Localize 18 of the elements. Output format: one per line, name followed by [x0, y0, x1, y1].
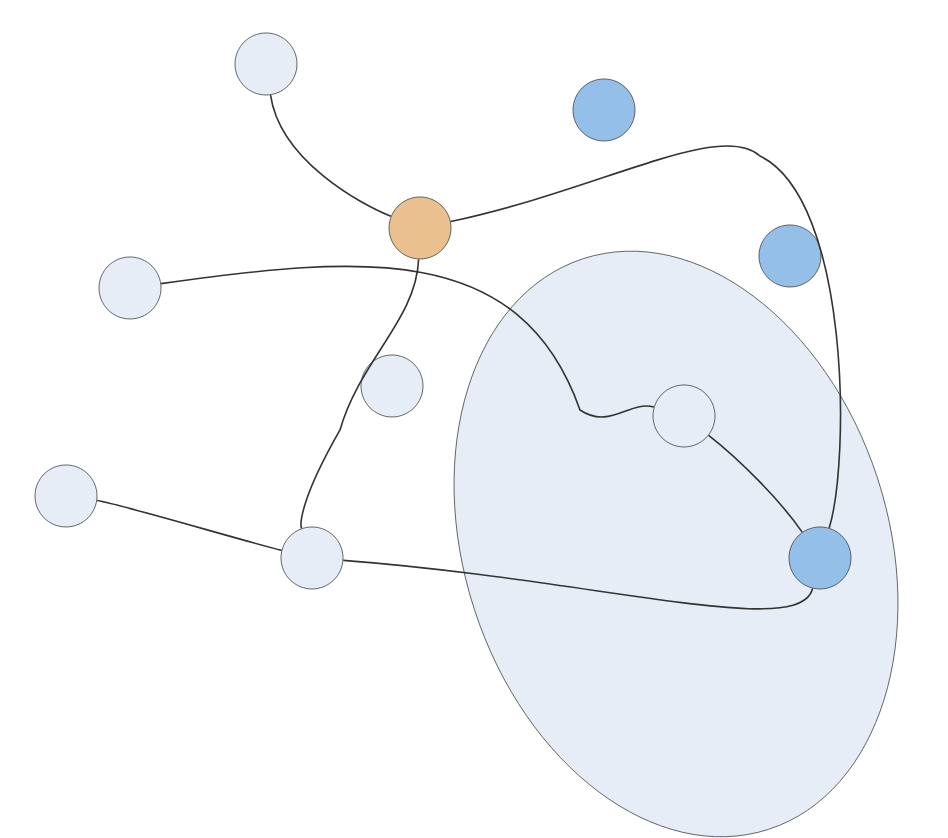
circle-node	[34, 464, 98, 528]
circle-node	[788, 526, 852, 590]
circle-node	[758, 224, 822, 288]
connector-line	[342, 559, 814, 610]
connector-line	[160, 265, 655, 418]
ellipse-shape	[453, 251, 899, 837]
connector-line	[707, 434, 803, 533]
connector-line	[300, 258, 420, 530]
connector-line	[269, 94, 392, 218]
connector-line	[449, 145, 842, 529]
circle-node	[388, 196, 452, 260]
circle-node	[360, 354, 424, 418]
circle-node	[234, 32, 298, 96]
circle-node	[280, 526, 344, 590]
circle-node	[98, 256, 162, 320]
circle-node	[652, 384, 716, 448]
connector-line	[96, 499, 283, 552]
circle-node	[572, 78, 636, 142]
